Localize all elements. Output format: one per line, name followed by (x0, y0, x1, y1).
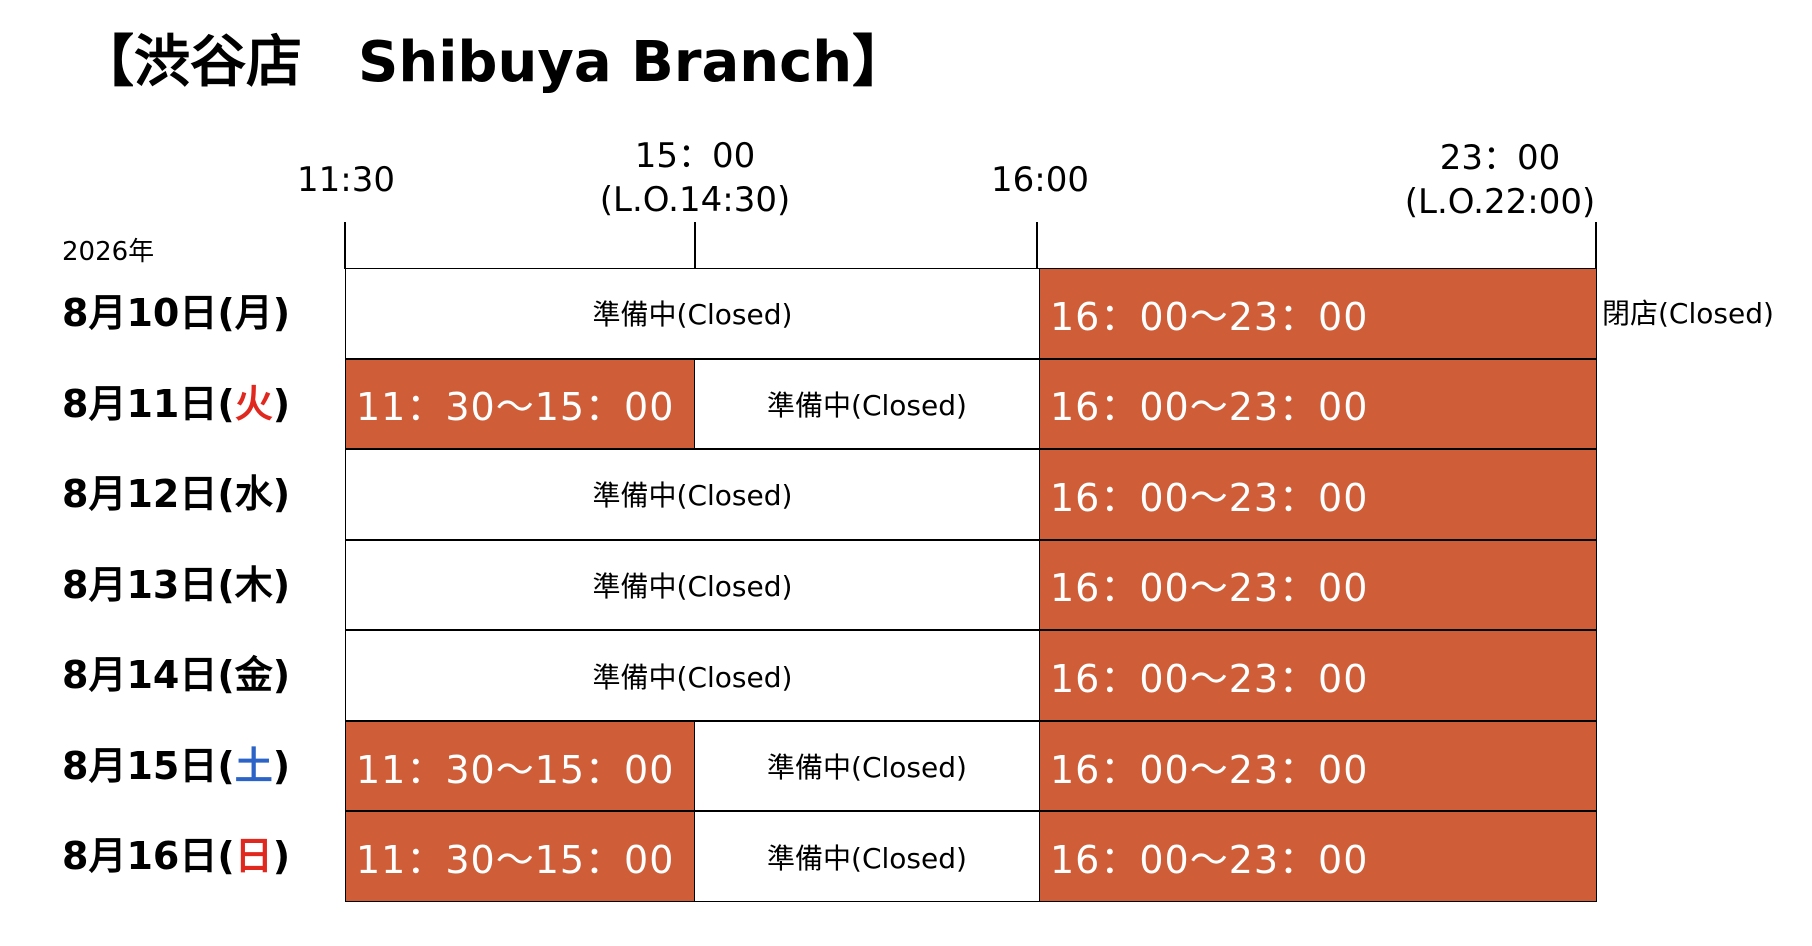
page-title: 【渋谷店 Shibuya Branch】 (78, 30, 909, 95)
year-label: 2026年 (62, 237, 155, 267)
weekday-text: 金 (234, 653, 273, 698)
open-hours-cell: 16：00～23：00 (1039, 268, 1597, 359)
date-text: 8月11日( (62, 381, 235, 426)
open-hours-cell: 16：00～23：00 (1039, 449, 1597, 540)
open-hours-cell: 16：00～23：00 (1039, 539, 1597, 631)
time-header-1130: 11:30 (297, 158, 395, 202)
closed-cell: 準備中(Closed) (345, 539, 1040, 631)
open-hours-cell: 16：00～23：00 (1039, 630, 1597, 721)
closed-cell: 準備中(Closed) (345, 449, 1040, 540)
time-tick-1600 (1036, 222, 1038, 269)
time-tick-1500 (694, 222, 696, 269)
time-header-1600: 16:00 (991, 158, 1089, 202)
closed-cell: 準備中(Closed) (345, 268, 1040, 359)
paren-close: ) (272, 653, 291, 698)
paren-close: ) (272, 381, 291, 426)
date-text: 8月14日( (62, 653, 235, 698)
paren-close: ) (272, 291, 291, 335)
closed-cell: 準備中(Closed) (345, 630, 1040, 721)
last-order-label: (L.O.14:30) (599, 180, 791, 220)
open-hours-cell: 16：00～23：00 (1039, 358, 1597, 450)
open-hours-cell: 11：30～15：00 (345, 811, 695, 902)
weekday-text: 水 (234, 472, 273, 517)
paren-close: ) (272, 743, 291, 788)
weekday-text: 日 (234, 834, 273, 879)
time-tick-1130 (344, 222, 346, 269)
paren-close: ) (272, 562, 291, 607)
time-header-2300: 23：00 (L.O.22:00) (1405, 136, 1595, 224)
date-text: 8月15日( (62, 743, 235, 788)
weekday-text: 火 (234, 381, 273, 426)
day-label: 8月11日(火) (62, 359, 290, 449)
paren-close: ) (272, 472, 291, 517)
closed-cell: 準備中(Closed) (694, 811, 1040, 902)
open-hours-cell: 16：00～23：00 (1039, 811, 1597, 902)
time-header-1500: 15：00 (L.O.14:30) (600, 134, 790, 222)
weekday-text: 月 (234, 291, 273, 335)
schedule-row: 準備中(Closed)16：00～23：00 (345, 630, 1597, 721)
schedule-row: 準備中(Closed)16：00～23：00 (345, 268, 1597, 359)
day-label: 8月14日(金) (62, 630, 290, 720)
paren-close: ) (272, 834, 291, 879)
closed-cell: 準備中(Closed) (694, 358, 1040, 450)
weekday-text: 木 (234, 562, 273, 607)
open-hours-cell: 11：30～15：00 (345, 358, 695, 450)
time-header-label: 11:30 (297, 160, 395, 200)
day-label: 8月10日(月) (62, 268, 290, 358)
time-header-label: 23：00 (1439, 138, 1561, 178)
date-text: 8月10日( (62, 291, 235, 335)
closed-note: 閉店(Closed) (1602, 297, 1774, 330)
schedule-row: 準備中(Closed)16：00～23：00 (345, 539, 1597, 631)
day-label: 8月16日(日) (62, 811, 290, 901)
time-header-label: 16:00 (991, 160, 1089, 200)
date-text: 8月16日( (62, 834, 235, 879)
time-tick-2300 (1595, 222, 1597, 269)
day-label: 8月13日(木) (62, 540, 290, 630)
open-hours-cell: 16：00～23：00 (1039, 720, 1597, 812)
date-text: 8月13日( (62, 562, 235, 607)
schedule-row: 準備中(Closed)16：00～23：00 (345, 449, 1597, 540)
date-text: 8月12日( (62, 472, 235, 517)
day-label: 8月12日(水) (62, 449, 290, 539)
closed-cell: 準備中(Closed) (694, 720, 1040, 812)
last-order-label: (L.O.22:00) (1404, 182, 1596, 222)
time-header-label: 15：00 (634, 136, 756, 176)
open-hours-cell: 11：30～15：00 (345, 720, 695, 812)
day-label: 8月15日(土) (62, 721, 290, 811)
weekday-text: 土 (234, 743, 273, 788)
